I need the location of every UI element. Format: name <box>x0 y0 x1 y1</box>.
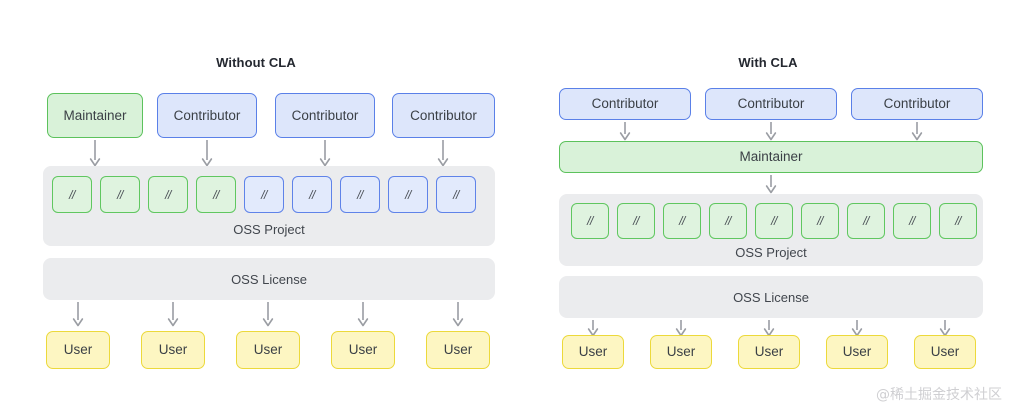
node-user-3[interactable]: User <box>236 331 300 369</box>
node-user-5[interactable]: User <box>426 331 490 369</box>
code-chip[interactable]: // <box>52 176 92 213</box>
code-chip[interactable]: // <box>847 203 885 239</box>
arrow-license-to-user-1 <box>72 302 84 328</box>
arrow-contributor1-to-maintainer <box>619 122 631 142</box>
arrow-maintainer-to-project <box>765 175 777 195</box>
band-oss-license: OSS License <box>559 276 983 318</box>
band-label-oss-license: OSS License <box>231 272 307 287</box>
node-contributor-1[interactable]: Contributor <box>559 88 691 120</box>
code-chip[interactable]: // <box>196 176 236 213</box>
arrow-contributor2-to-project <box>319 140 331 168</box>
node-contributor-3[interactable]: Contributor <box>851 88 983 120</box>
arrow-maintainer-to-project <box>89 140 101 168</box>
arrow-contributor1-to-project <box>201 140 213 168</box>
code-chip[interactable]: // <box>617 203 655 239</box>
node-user-3[interactable]: User <box>738 335 800 369</box>
code-chip[interactable]: // <box>801 203 839 239</box>
code-chip[interactable]: // <box>436 176 476 213</box>
band-oss-project: // // // // // // // // // OSS Project <box>559 194 983 266</box>
node-user-1[interactable]: User <box>562 335 624 369</box>
code-chip[interactable]: // <box>148 176 188 213</box>
panel-with-cla: With CLA Contributor Contributor Contrib… <box>512 0 1024 416</box>
node-user-4[interactable]: User <box>826 335 888 369</box>
code-chip[interactable]: // <box>244 176 284 213</box>
band-label-oss-license: OSS License <box>733 290 809 305</box>
code-chip[interactable]: // <box>663 203 701 239</box>
panel-title-without-cla: Without CLA <box>216 55 296 70</box>
code-chip[interactable]: // <box>100 176 140 213</box>
band-oss-project: // // // // // // // // // OSS Project <box>43 166 495 246</box>
band-label-oss-project: OSS Project <box>233 222 305 237</box>
node-contributor-2[interactable]: Contributor <box>275 93 375 138</box>
code-chip[interactable]: // <box>939 203 977 239</box>
node-user-2[interactable]: User <box>141 331 205 369</box>
node-maintainer[interactable]: Maintainer <box>47 93 143 138</box>
panel-title-with-cla: With CLA <box>738 55 798 70</box>
code-chip[interactable]: // <box>755 203 793 239</box>
code-chip[interactable]: // <box>292 176 332 213</box>
node-user-5[interactable]: User <box>914 335 976 369</box>
panel-without-cla: Without CLA Maintainer Contributor Contr… <box>43 55 495 369</box>
watermark: @稀土掘金技术社区 <box>876 387 1002 403</box>
node-user-4[interactable]: User <box>331 331 395 369</box>
node-contributor-1[interactable]: Contributor <box>157 93 257 138</box>
band-label-oss-project: OSS Project <box>735 245 807 260</box>
code-chip[interactable]: // <box>388 176 428 213</box>
node-contributor-3[interactable]: Contributor <box>392 93 495 138</box>
arrow-contributor3-to-project <box>437 140 449 168</box>
code-chip[interactable]: // <box>340 176 380 213</box>
arrow-license-to-user-2 <box>167 302 179 328</box>
node-maintainer-bar[interactable]: Maintainer <box>559 141 983 173</box>
arrow-license-to-user-4 <box>357 302 369 328</box>
node-user-2[interactable]: User <box>650 335 712 369</box>
arrow-contributor3-to-maintainer <box>911 122 923 142</box>
arrow-license-to-user-5 <box>452 302 464 328</box>
code-chip[interactable]: // <box>709 203 747 239</box>
code-chip[interactable]: // <box>571 203 609 239</box>
node-contributor-2[interactable]: Contributor <box>705 88 837 120</box>
arrow-license-to-user-3 <box>262 302 274 328</box>
arrow-contributor2-to-maintainer <box>765 122 777 142</box>
node-user-1[interactable]: User <box>46 331 110 369</box>
band-oss-license: OSS License <box>43 258 495 300</box>
code-chip[interactable]: // <box>893 203 931 239</box>
